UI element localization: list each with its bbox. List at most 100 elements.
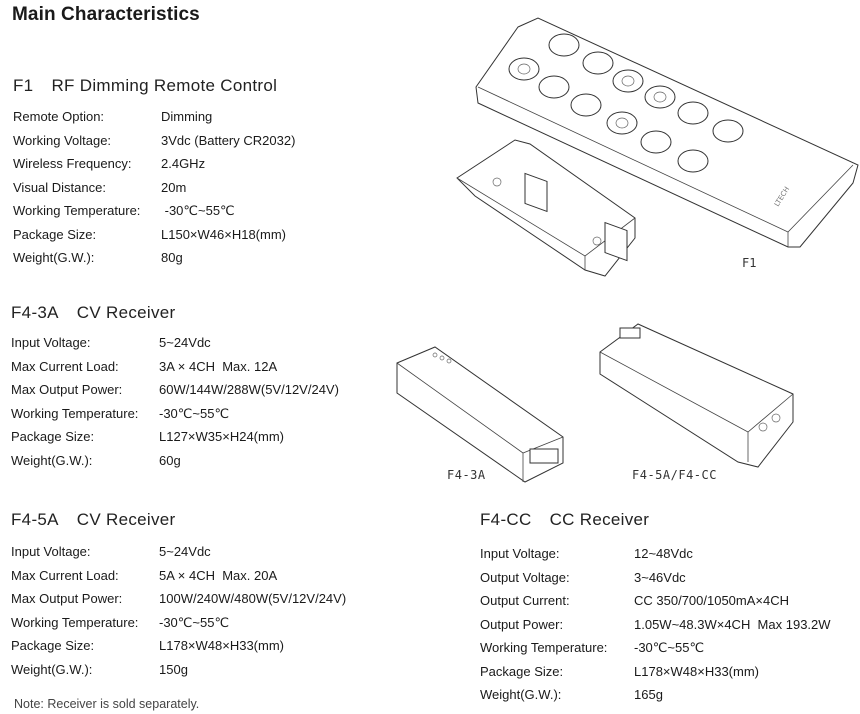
spec-row: Input Voltage: 5~24Vdc (11, 540, 346, 564)
spec-row: Package Size:L178×W48×H33(mm) (11, 634, 346, 658)
spec-label: Working Temperature: (13, 203, 141, 218)
spec-label: Package Size: (11, 638, 95, 653)
section-name: RF Dimming Remote Control (51, 76, 278, 95)
spec-row: Package Size:L127×W35×H24(mm) (11, 425, 339, 449)
spec-value: -30℃~55℃ (634, 640, 705, 655)
section-title-f1: F1 RF Dimming Remote Control (13, 76, 277, 96)
section-code: F1 (13, 76, 34, 95)
section-title-f45a: F4-5A CV Receiver (11, 510, 176, 530)
spec-label: Package Size: (13, 226, 97, 242)
spec-label: Input Voltage: (11, 335, 91, 350)
spec-value: 60g (159, 452, 181, 468)
spec-label: Max Output Power: (11, 591, 123, 606)
remote-button-power-icon (548, 33, 580, 57)
remote-button-circle-icon (508, 57, 540, 81)
receiver-f45a-illustration (599, 323, 794, 468)
spec-row: Weight(G.W.):80g (13, 246, 295, 270)
remote-button-on-icon (677, 149, 709, 173)
spec-value: 2.4GHz (161, 156, 206, 171)
spec-row: Weight(G.W.): 60g (11, 449, 339, 473)
spec-value: 165g (634, 687, 663, 702)
section-code: F4-3A (11, 303, 59, 322)
spec-row: Max Output Power: 100W/240W/480W(5V/12V/2… (11, 587, 346, 611)
remote-button-mode-icon (612, 69, 644, 93)
spec-label: Max Current Load: (11, 567, 119, 583)
remote-button-right-icon (644, 85, 676, 109)
spec-row: Output Power:1.05W~48.3W×4CH Max 193.2W (480, 613, 831, 637)
spec-label: Wireless Frequency: (13, 156, 132, 171)
remote-button-dim-icon (606, 111, 638, 135)
section-code: F4-5A (11, 510, 59, 529)
spec-value: 100W/240W/480W(5V/12V/24V) (159, 591, 347, 606)
spec-row: Working Temperature:-30℃~55℃ (11, 402, 339, 426)
spec-value: 60W/144W/288W(5V/12V/24V) (159, 382, 339, 397)
spec-value: 3A × 4CH Max. 12A (159, 358, 278, 374)
spec-row: Package Size: L178×W48×H33(mm) (480, 660, 831, 684)
bracket-illustration (456, 139, 636, 277)
section-title-f43a: F4-3A CV Receiver (11, 303, 176, 323)
spec-label: Weight(G.W.): (11, 661, 93, 677)
spec-value: -30℃~55℃ (161, 203, 235, 218)
spec-row: Output Voltage:3~46Vdc (480, 566, 831, 590)
remote-button-down-icon (570, 93, 602, 117)
spec-row: Weight(G.W.):165g (480, 683, 831, 707)
spec-value: 5A × 4CH Max. 20A (159, 567, 278, 583)
section-name: CV Receiver (76, 510, 176, 529)
section-name: CV Receiver (76, 303, 176, 322)
footnote: Note: Receiver is sold separately. (14, 697, 200, 711)
spec-row: Working Temperature:-30℃~55℃ (480, 636, 831, 660)
spec-value: 5~24Vdc (159, 544, 211, 559)
spec-label: Package Size: (11, 429, 95, 444)
remote-button-up-icon (582, 51, 614, 75)
spec-label: Input Voltage: (11, 544, 91, 559)
spec-label: Working Temperature: (11, 614, 139, 630)
spec-value: 3Vdc (Battery CR2032) (161, 132, 296, 148)
spec-value: 12~48Vdc (634, 546, 693, 561)
spec-value: 5~24Vdc (159, 335, 211, 350)
section-title-f4cc: F4-CC CC Receiver (480, 510, 649, 530)
spec-value: L150×W46×H18(mm) (161, 226, 286, 242)
spec-value: 80g (161, 250, 183, 265)
terminal-block-icon (529, 448, 559, 464)
spec-label: Package Size: (480, 663, 564, 679)
spec-value: -30℃~55℃ (159, 405, 230, 421)
section-code: F4-CC (480, 510, 532, 529)
spec-row: Visual Distance:20m (13, 176, 295, 200)
spec-row: Weight(G.W.): 150g (11, 658, 346, 682)
spec-row: Remote Option:Dimming (13, 105, 295, 129)
spec-label: Max Current Load: (11, 358, 119, 374)
spec-label: Remote Option: (13, 109, 105, 124)
receiver-tab-icon (619, 327, 641, 339)
spec-label: Input Voltage: (480, 546, 560, 561)
spec-row: Wireless Frequency: 2.4GHz (13, 152, 295, 176)
remote-button-brightness-icon (640, 130, 672, 154)
spec-value: 150g (159, 661, 188, 677)
spec-label: Output Current: (480, 593, 570, 608)
spec-row: Working Voltage: 3Vdc (Battery CR2032) (13, 129, 295, 153)
spec-value: L178×W48×H33(mm) (634, 663, 759, 679)
remote-buttons (508, 33, 744, 173)
spec-row: Max Output Power: 60W/144W/288W(5V/12V/24… (11, 378, 339, 402)
spec-label: Working Voltage: (13, 132, 112, 148)
spec-label: Weight(G.W.): (11, 452, 93, 468)
spec-row: Input Voltage: 5~24Vdc (11, 331, 339, 355)
spec-value: 1.05W~48.3W×4CH Max 193.2W (634, 616, 831, 632)
spec-row: Max Current Load: 5A × 4CH Max. 20A (11, 564, 346, 588)
remote-body: LTECH (475, 17, 859, 248)
spec-label: Visual Distance: (13, 179, 106, 195)
spec-value: CC 350/700/1050mA×4CH (634, 593, 790, 608)
spec-value: 3~46Vdc (634, 569, 686, 585)
spec-row: Working Temperature: -30℃~55℃ (13, 199, 295, 223)
spec-row: Input Voltage: 12~48Vdc (480, 542, 831, 566)
remote-button-pause-icon (712, 119, 744, 143)
section-name: CC Receiver (549, 510, 650, 529)
receiver-f43a-illustration (396, 346, 564, 483)
remote-illustration: LTECH F1 (475, 17, 859, 270)
page-title: Main Characteristics (12, 4, 200, 25)
spec-row: Output Current: CC 350/700/1050mA×4CH (480, 589, 831, 613)
spec-label: Max Output Power: (11, 382, 123, 397)
spec-value: -30℃~55℃ (159, 614, 230, 630)
